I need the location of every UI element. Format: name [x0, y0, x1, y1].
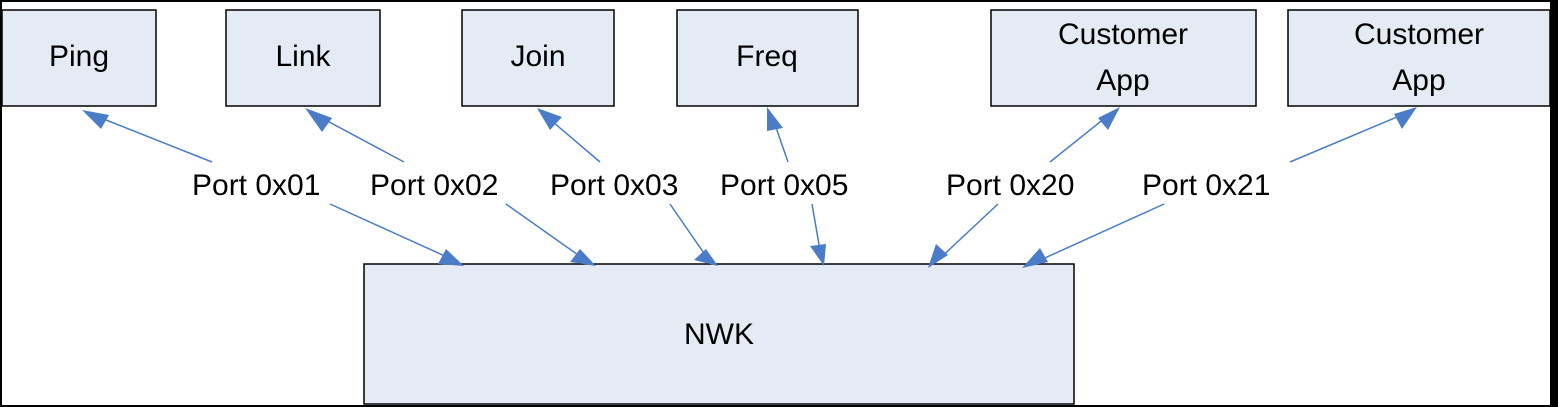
module-label: Ping [49, 40, 109, 73]
link-line-0x02 [317, 115, 405, 163]
module-label: Join [510, 40, 565, 73]
module-customer-app-2: Customer App [1287, 9, 1551, 107]
arrowhead-up-0x21 [1394, 107, 1417, 129]
module-ping: Ping [1, 9, 157, 107]
port-label-0x02: Port 0x02 [370, 169, 498, 202]
arrowhead-up-0x03 [537, 108, 562, 130]
link-line-0x20 [935, 203, 999, 263]
port-label-0x21: Port 0x21 [1142, 169, 1270, 202]
link-line-0x21 [1035, 203, 1165, 263]
link-line-0x02 [505, 203, 589, 263]
arrowheads [82, 107, 1417, 268]
module-label: Freq [736, 40, 798, 73]
link-line-0x01 [95, 115, 213, 163]
link-line-0x01 [329, 203, 459, 263]
nwk-box: NWK [363, 263, 1075, 405]
module-label-line1: Customer [1058, 18, 1188, 51]
arrowhead-down-0x02 [570, 249, 596, 266]
module-label: Link [275, 40, 331, 73]
port-labels: Port 0x01 Port 0x02 Port 0x03 Port 0x05 … [192, 169, 1270, 202]
nwk-label: NWK [684, 318, 754, 351]
arrowhead-up-0x05 [767, 107, 783, 131]
link-line-0x21 [1289, 113, 1405, 163]
arrowhead-down-0x21 [1022, 248, 1048, 268]
arrowhead-down-0x05 [810, 244, 826, 266]
port-label-0x20: Port 0x20 [946, 169, 1074, 202]
module-label-line2: App [1392, 64, 1445, 97]
arrowhead-up-0x02 [305, 108, 332, 132]
module-join: Join [461, 9, 615, 107]
module-label-line1: Customer [1354, 18, 1484, 51]
link-line-0x20 [1049, 113, 1111, 163]
port-label-0x01: Port 0x01 [192, 169, 320, 202]
arrowhead-up-0x01 [82, 110, 109, 129]
arrowhead-down-0x03 [694, 249, 718, 266]
module-link: Link [225, 9, 381, 107]
module-freq: Freq [676, 9, 859, 107]
arrowhead-down-0x01 [438, 249, 464, 266]
port-label-0x03: Port 0x03 [550, 169, 678, 202]
arrowhead-up-0x20 [1098, 107, 1120, 130]
arrowhead-down-0x20 [928, 244, 948, 268]
module-label-line2: App [1096, 64, 1149, 97]
port-label-0x05: Port 0x05 [720, 169, 848, 202]
module-customer-app-1: Customer App [990, 9, 1257, 107]
